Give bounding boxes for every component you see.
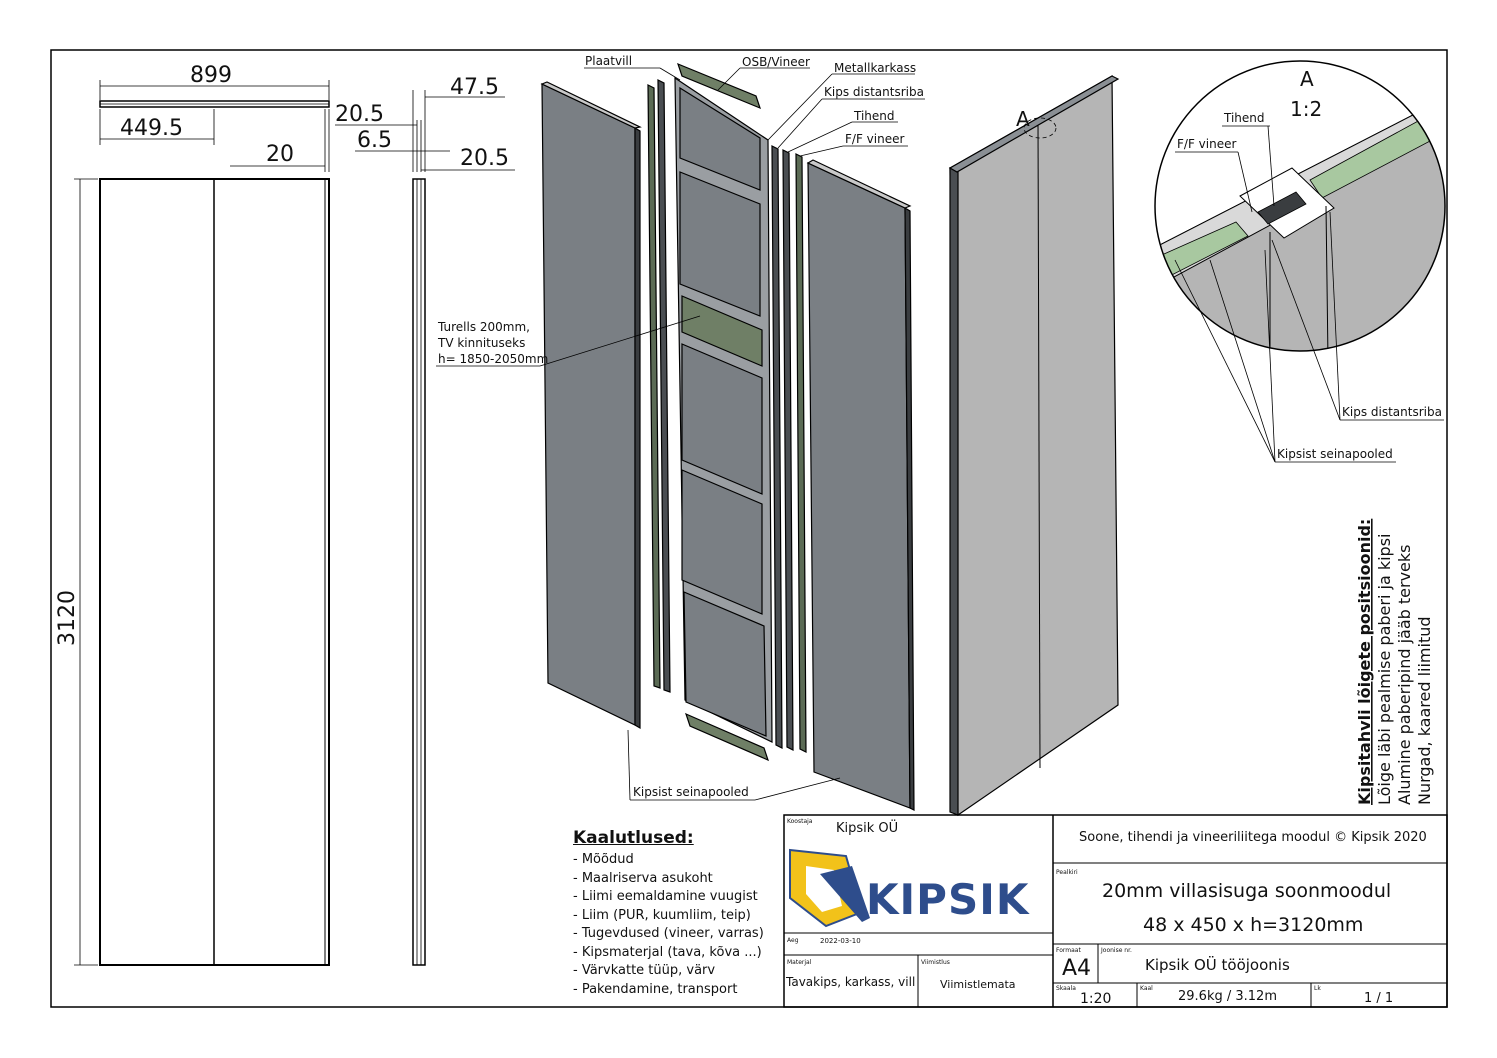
list-item: - Maalriserva asukoht — [573, 870, 713, 886]
callout-metallkarkass: Metallkarkass — [834, 61, 916, 75]
tb-joonise-nr: Kipsik OÜ tööjoonis — [1145, 955, 1290, 974]
callout-tihend: Tihend — [853, 109, 895, 123]
tb-skaala: 1:20 — [1080, 991, 1111, 1007]
tb-aeg: 2022-03-10 — [820, 937, 861, 945]
tb-koostaja: Kipsik OÜ — [836, 819, 898, 836]
tb-materjal: Tavakips, karkass, vill — [785, 975, 915, 989]
tb-koostaja-label: Koostaja — [787, 818, 813, 825]
tb-lk: 1 / 1 — [1364, 991, 1393, 1006]
detail-title: A — [1300, 67, 1314, 91]
side-note-title: Kipsitahvli lõigete positsioonid: — [1355, 519, 1374, 805]
tb-skaala-label: Skaala — [1056, 985, 1076, 992]
list-item: - Värvkatte tüüp, värv — [573, 963, 716, 978]
tb-kaal: 29.6kg / 3.12m — [1178, 989, 1277, 1004]
detail-leaders — [1174, 125, 1444, 463]
dim-half-width: 449.5 — [120, 116, 183, 141]
list-item: - Liimi eemaldamine vuugist — [573, 889, 758, 904]
considerations-heading: Kaalutlused: — [573, 828, 694, 848]
callout-osb-vineer: OSB/Vineer — [742, 55, 810, 69]
tb-formaat-label: Formaat — [1056, 947, 1081, 954]
tb-pealkiri-label: Pealkiri — [1056, 869, 1078, 876]
sheet-border — [50, 49, 1448, 1008]
logo-text: KIPSIK — [866, 875, 1030, 924]
callout-ff-vineer: F/F vineer — [845, 132, 904, 146]
detail-scale: 1:2 — [1290, 97, 1322, 121]
tb-kaal-label: Kaal — [1140, 985, 1153, 992]
title-block — [783, 814, 1448, 1008]
list-item: - Pakendamine, transport — [573, 981, 738, 997]
side-note: Kipsitahvli lõigete positsioonid: Lõige … — [1355, 519, 1434, 805]
list-item: - Kipsmaterjal (tava, kõva ...) — [573, 944, 762, 960]
tb-viimistlus-label: Viimistlus — [921, 959, 950, 966]
callout-leaders — [436, 67, 925, 801]
section-mark-a: A — [1016, 107, 1030, 131]
list-item: - Tugevdused (vineer, varras) — [573, 926, 764, 941]
detail-circle — [1154, 60, 1446, 352]
callout-turells-2: TV kinnituseks — [437, 336, 525, 350]
side-note-line3: Nurgad, kaared liimitud — [1415, 616, 1434, 805]
dim-layer-core: 6.5 — [357, 128, 392, 153]
dim-layer-outer: 20.5 — [335, 102, 384, 127]
callout-plaatvill: Plaatvill — [585, 54, 632, 68]
detail-kipsist-seinapooled: Kipsist seinapooled — [1277, 447, 1393, 461]
tb-formaat: A4 — [1062, 956, 1091, 981]
dim-layer-outer-2: 20.5 — [460, 146, 509, 171]
detail-tihend: Tihend — [1223, 111, 1265, 125]
side-note-line1: Lõige läbi pealmise paberi ja kipsi — [1375, 534, 1394, 806]
tb-title-line1: 20mm villasisuga soonmoodul — [1102, 880, 1391, 902]
tb-joonise-nr-label: Joonise nr. — [1100, 947, 1132, 954]
detail-ff-vineer: F/F vineer — [1177, 137, 1236, 151]
tb-lk-label: Lk — [1314, 985, 1321, 992]
detail-kips-distantsriba: Kips distantsriba — [1342, 405, 1442, 419]
callout-kipsist-seinapooled: Kipsist seinapooled — [633, 785, 749, 799]
tb-aeg-label: Aeg — [787, 937, 799, 944]
detail-a — [1155, 61, 1445, 351]
callout-turells-1: Turells 200mm, — [437, 320, 530, 334]
side-note-line2: Alumine paberipind jääb terveks — [1395, 544, 1414, 805]
side-view — [335, 90, 515, 966]
front-view — [74, 80, 330, 966]
dim-height: 3120 — [55, 590, 80, 646]
tb-materjal-label: Materjal — [787, 959, 812, 966]
callout-kips-distantsriba: Kips distantsriba — [824, 85, 924, 99]
kipsik-logo: KIPSIK — [789, 848, 1030, 928]
tb-viimistlus: Viimistlemata — [940, 978, 1016, 991]
dim-edge: 20 — [266, 142, 294, 167]
tb-title-line2: 48 x 450 x h=3120mm — [1143, 914, 1363, 936]
callout-turells-3: h= 1850-2050mm — [438, 352, 548, 366]
assembled-view — [948, 74, 1120, 817]
tb-copyright: Soone, tihendi ja vineeriliitega moodul … — [1079, 830, 1427, 845]
section-mark-circle — [1023, 117, 1057, 139]
dim-thickness-total: 47.5 — [450, 75, 499, 100]
considerations-list: Kaalutlused: - Mõõdud - Maalriserva asuk… — [573, 828, 778, 999]
exploded-view — [540, 62, 915, 811]
list-item: - Liim (PUR, kuumliim, teip) — [573, 907, 751, 923]
dim-width-total: 899 — [190, 63, 232, 88]
list-item: - Mõõdud — [573, 852, 634, 867]
